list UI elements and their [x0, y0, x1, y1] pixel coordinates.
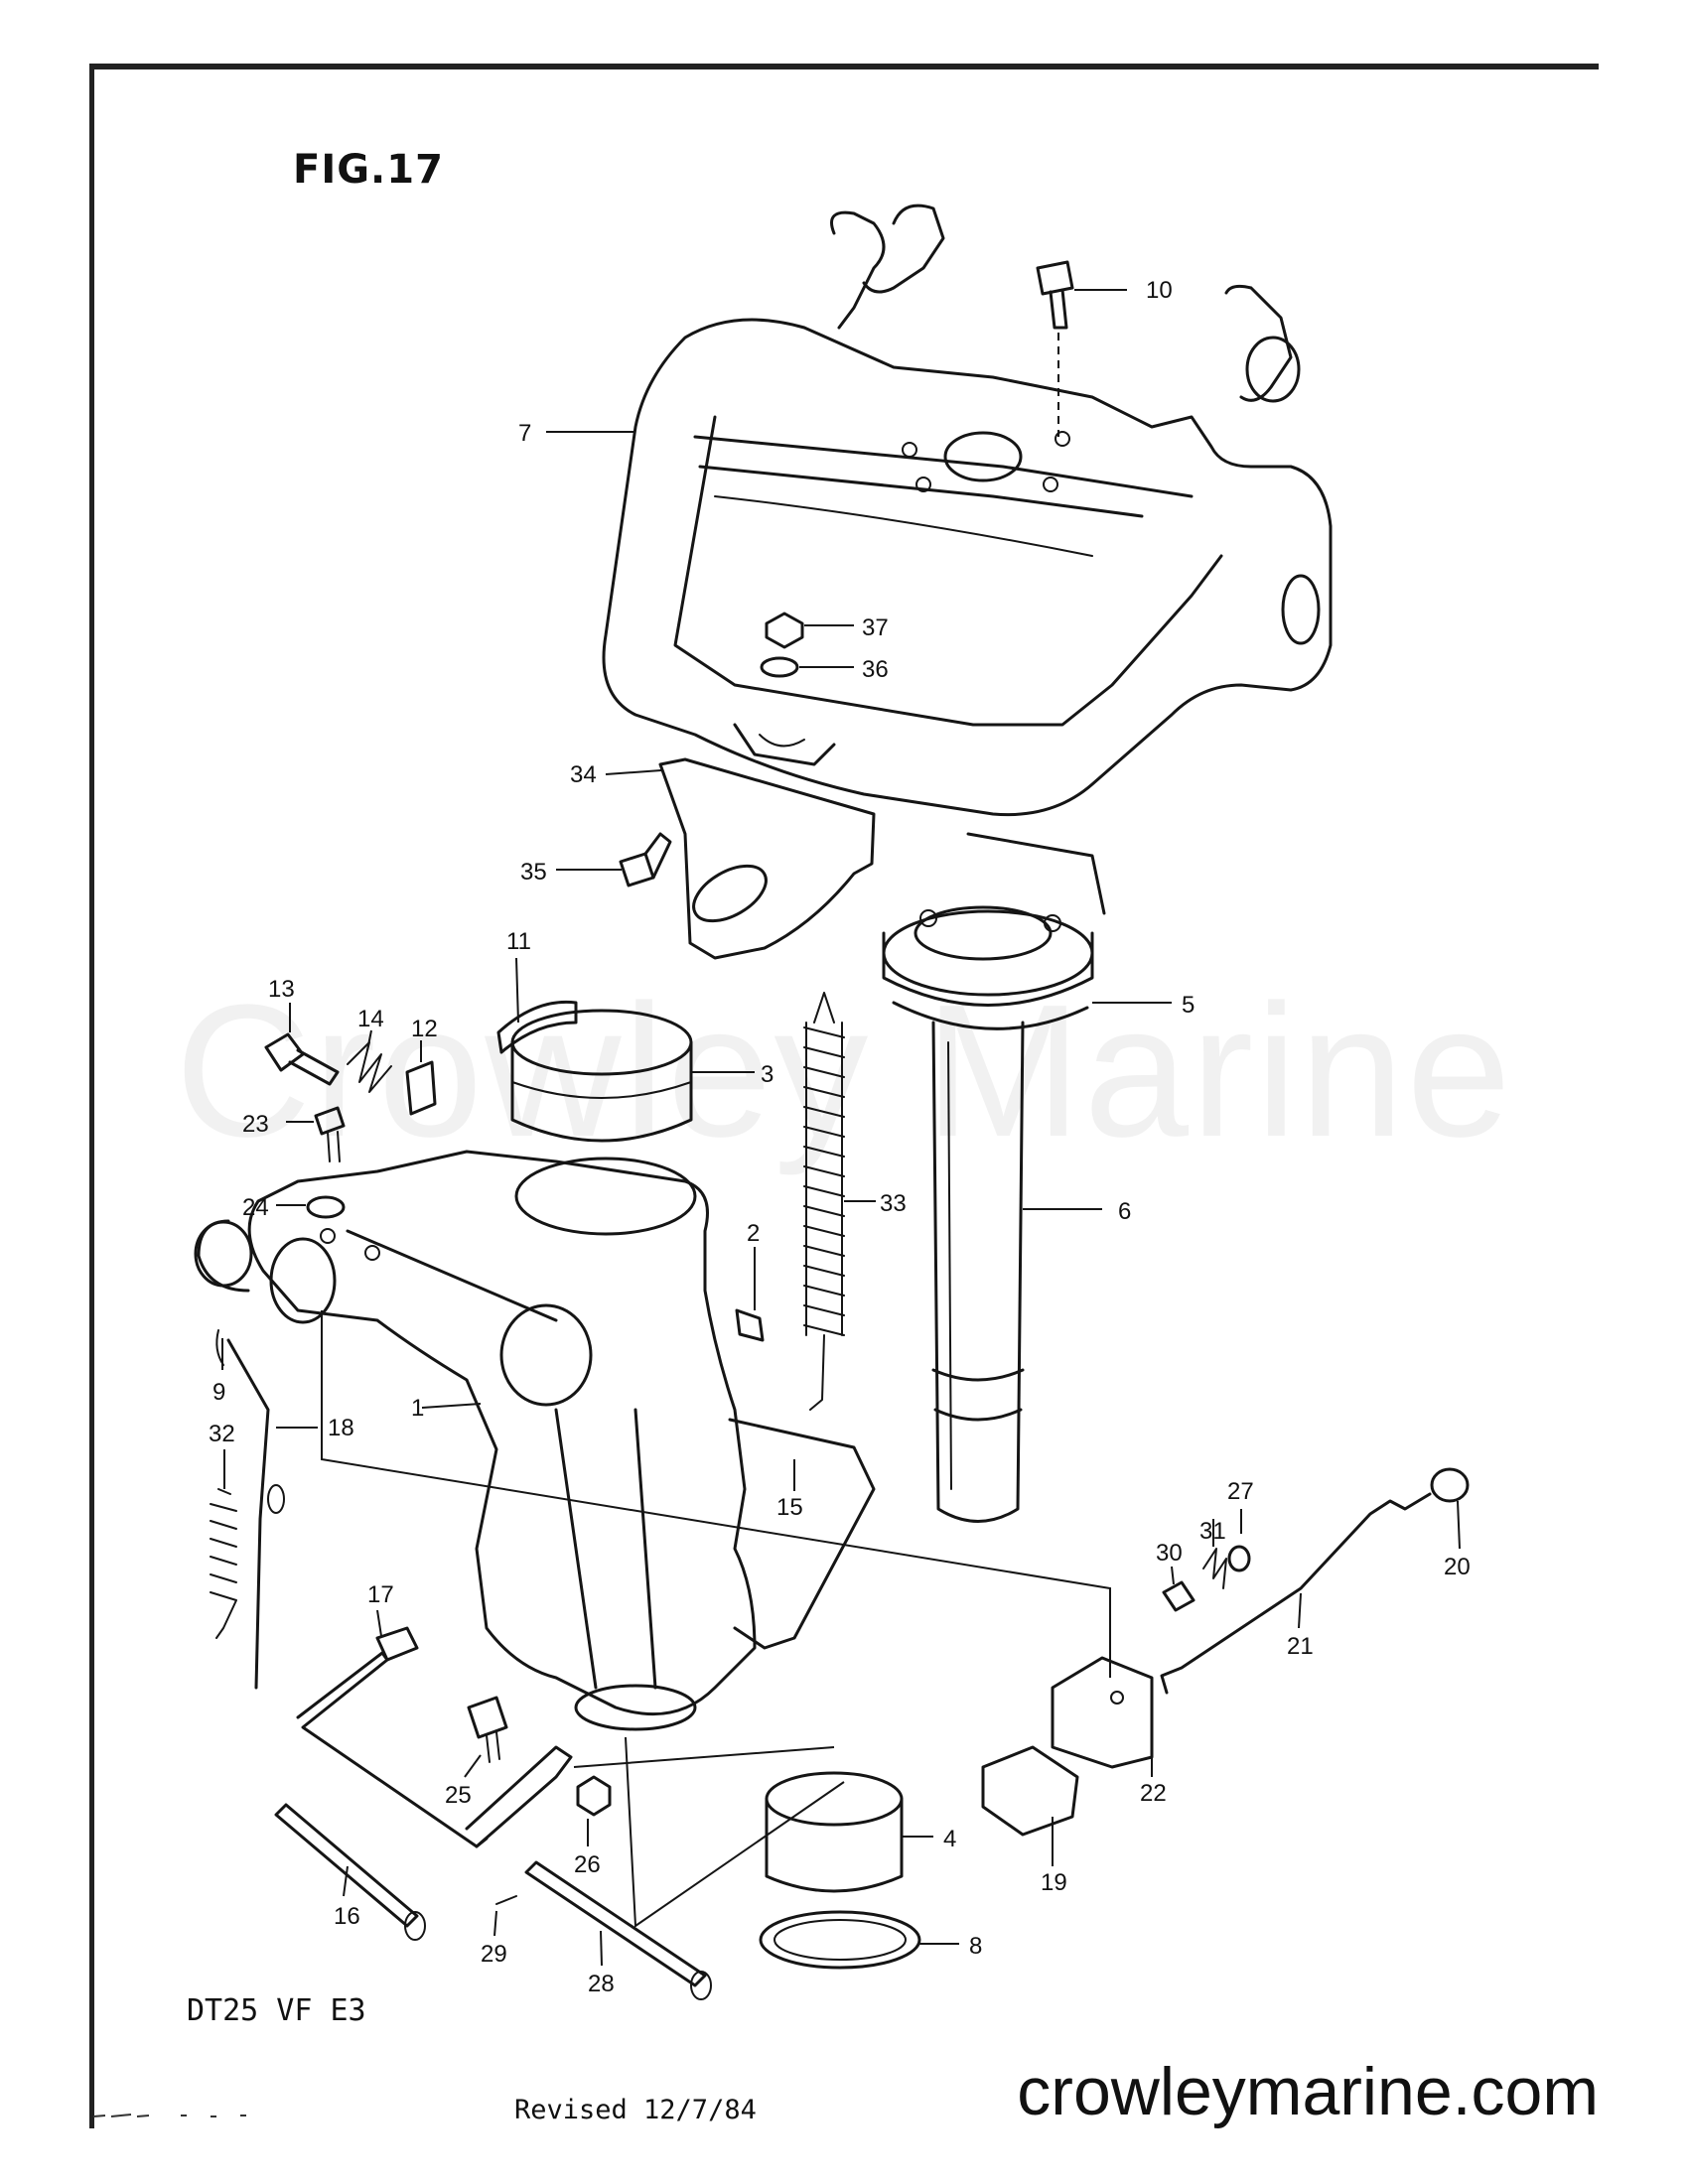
part-34-plate	[658, 757, 876, 960]
callout-8: 8	[969, 1933, 982, 1960]
leader-lines	[221, 289, 1461, 1967]
part-31-spring	[1202, 1548, 1227, 1589]
callout-16: 16	[334, 1903, 360, 1930]
part-17-linkage	[296, 1626, 573, 1848]
part-1-swivel-case	[194, 1150, 757, 1731]
callout-7: 7	[518, 420, 531, 447]
callout-1: 1	[411, 1395, 424, 1422]
part-12-cap	[405, 1060, 437, 1116]
callout-31: 31	[1199, 1518, 1226, 1545]
callout-2: 2	[747, 1220, 760, 1247]
scan-noise-marks	[92, 2114, 246, 2117]
callout-17: 17	[367, 1581, 394, 1608]
part-27-washer	[1227, 1545, 1251, 1572]
callout-labels: 7 10 37 36 34 35 11 5 13 14 12 3 23 33 6…	[209, 277, 1471, 1997]
part-16-pin	[274, 1803, 426, 1941]
part-4-bushing	[765, 1771, 904, 1893]
callout-23: 23	[242, 1111, 269, 1138]
callout-28: 28	[588, 1971, 615, 1997]
frame-top-border	[89, 64, 1599, 69]
part-21-rod	[1160, 1492, 1432, 1695]
figure-title: FIG.17	[293, 147, 444, 193]
part-32-spring	[210, 1488, 237, 1639]
callout-37: 37	[862, 614, 889, 641]
part-28-pin	[524, 1860, 712, 2000]
part-5-collar	[882, 832, 1106, 1030]
callout-22: 22	[1140, 1780, 1167, 1807]
part-24-washer	[306, 1195, 346, 1219]
part-15-bracket	[728, 1418, 876, 1650]
part-11-shim	[496, 1000, 578, 1054]
callout-34: 34	[570, 761, 597, 788]
part-35-bolt	[619, 832, 672, 887]
callout-6: 6	[1118, 1198, 1131, 1225]
callout-35: 35	[520, 859, 547, 886]
part-8-ring	[759, 1910, 921, 1970]
frame-left-border	[89, 64, 94, 2128]
callout-25: 25	[445, 1782, 472, 1809]
revision-date: Revised 12/7/84	[514, 2095, 757, 2125]
callout-5: 5	[1182, 992, 1195, 1019]
part-29-pin	[495, 1895, 517, 1905]
part-30-plunger	[1162, 1580, 1196, 1612]
part-20-knob	[1430, 1467, 1470, 1503]
website-link[interactable]: crowleymarine.com	[1017, 2054, 1599, 2129]
part-19-pad	[981, 1745, 1079, 1837]
part-23-bolt	[314, 1106, 346, 1162]
callout-26: 26	[574, 1851, 601, 1878]
callout-33: 33	[880, 1190, 907, 1217]
part-7-swivel-bracket	[602, 204, 1333, 817]
callout-18: 18	[328, 1415, 354, 1441]
callout-14: 14	[357, 1006, 384, 1032]
callout-11: 11	[506, 928, 531, 955]
callout-21: 21	[1287, 1633, 1314, 1660]
model-code: DT25 VF E3	[187, 1993, 366, 2028]
part-10-bolt	[1036, 260, 1074, 330]
callout-12: 12	[411, 1016, 438, 1042]
callout-13: 13	[268, 976, 295, 1003]
part-13-bolt	[264, 1032, 340, 1086]
part-33-spring	[803, 992, 845, 1411]
callout-27: 27	[1227, 1478, 1254, 1505]
part-6-steering-shaft	[931, 1021, 1025, 1523]
part-36-washer	[760, 656, 799, 678]
callout-29: 29	[481, 1941, 507, 1968]
part-37-nut	[765, 612, 804, 649]
part-25-bolt	[467, 1696, 508, 1763]
callout-20: 20	[1444, 1554, 1471, 1580]
callout-30: 30	[1156, 1540, 1183, 1567]
callout-36: 36	[862, 656, 889, 683]
part-18-rod	[226, 1338, 285, 1690]
part-26-nut	[576, 1775, 612, 1817]
callout-9: 9	[212, 1379, 225, 1406]
part-22-bracket	[1051, 1656, 1154, 1769]
part-14-spring	[347, 1041, 392, 1093]
callout-3: 3	[761, 1061, 774, 1088]
callout-4: 4	[943, 1826, 956, 1852]
part-3-bushing	[510, 1009, 693, 1143]
callout-32: 32	[209, 1421, 235, 1447]
callout-24: 24	[242, 1194, 269, 1221]
part-2-grease-nipple	[735, 1308, 765, 1342]
callout-19: 19	[1041, 1869, 1067, 1896]
callout-10: 10	[1146, 277, 1173, 304]
callout-15: 15	[776, 1494, 803, 1521]
